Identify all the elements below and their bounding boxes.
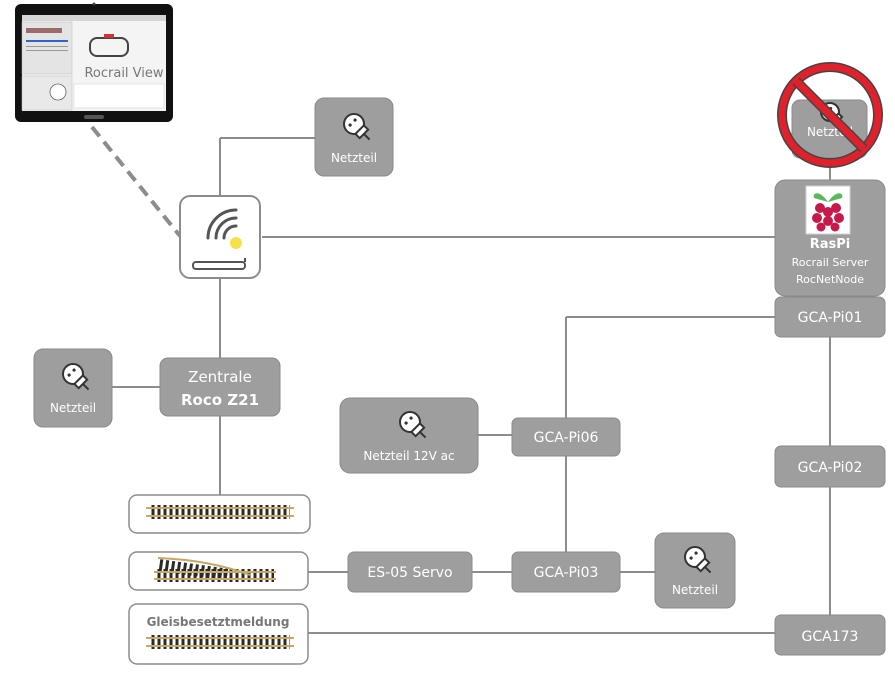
wifi-dot-icon: [230, 237, 242, 249]
gca173-label: GCA173: [802, 629, 859, 645]
occupancy-track[interactable]: Gleisbesetztmeldung: [128, 603, 309, 665]
straight-track[interactable]: [128, 494, 311, 534]
gca-pi01-node[interactable]: GCA-Pi01: [774, 296, 886, 338]
raspberry-icon: [805, 185, 851, 235]
connection-lines: [112, 137, 831, 634]
power-supply-label: Netzteil: [50, 401, 96, 415]
raspi-title: RasPi: [810, 237, 851, 252]
prohibited-icon: [777, 62, 883, 168]
gca-pi06-label: GCA-Pi06: [534, 430, 599, 446]
wifi-icon: [206, 208, 238, 240]
raspi-service-2: RocNetNode: [796, 273, 864, 286]
occupancy-label: Gleisbesetztmeldung: [147, 615, 290, 629]
wifi-router[interactable]: [179, 195, 261, 279]
zentrale-z21[interactable]: Zentrale Roco Z21: [159, 357, 281, 417]
plug-icon: [343, 113, 371, 141]
gca-pi02-label: GCA-Pi02: [798, 460, 863, 476]
power-supply-12v[interactable]: Netzteil 12V ac: [339, 397, 479, 474]
zentrale-title: Zentrale: [188, 368, 252, 386]
power-supply-raspi[interactable]: Netzteil: [777, 62, 883, 168]
raspi-service-1: Rocrail Server: [792, 256, 869, 269]
raspberry-pi[interactable]: RasPi Rocrail Server RocNetNode: [774, 179, 886, 297]
plug-icon: [399, 411, 427, 439]
turnout-track[interactable]: [128, 551, 309, 591]
power-supply-zentrale[interactable]: Netzteil: [33, 348, 113, 428]
plug-icon: [684, 546, 712, 574]
es05-servo-node[interactable]: ES-05 Servo: [347, 551, 473, 593]
es05-servo-label: ES-05 Servo: [367, 565, 452, 581]
power-supply-router[interactable]: Netzteil: [314, 97, 394, 177]
power-supply-label: Netzteil: [331, 151, 377, 165]
tablet-label: Rocrail View: [84, 66, 163, 81]
gca-pi03-label: GCA-Pi03: [534, 565, 599, 581]
plug-icon: [62, 363, 90, 391]
gca-pi02-node[interactable]: GCA-Pi02: [774, 445, 886, 488]
gca-pi06-node[interactable]: GCA-Pi06: [511, 417, 621, 457]
power-supply-label: Netzteil 12V ac: [363, 449, 454, 463]
gca-pi01-label: GCA-Pi01: [798, 310, 863, 326]
tablet-link-dashed: [90, 125, 182, 238]
power-supply-label: Netzteil: [672, 583, 718, 597]
power-supply-pi03[interactable]: Netzteil: [654, 532, 736, 609]
gca-pi03-node[interactable]: GCA-Pi03: [511, 551, 621, 593]
tablet[interactable]: Rocrail View: [15, 2, 173, 123]
zentrale-model: Roco Z21: [181, 391, 259, 409]
gca173-node[interactable]: GCA173: [774, 614, 886, 656]
